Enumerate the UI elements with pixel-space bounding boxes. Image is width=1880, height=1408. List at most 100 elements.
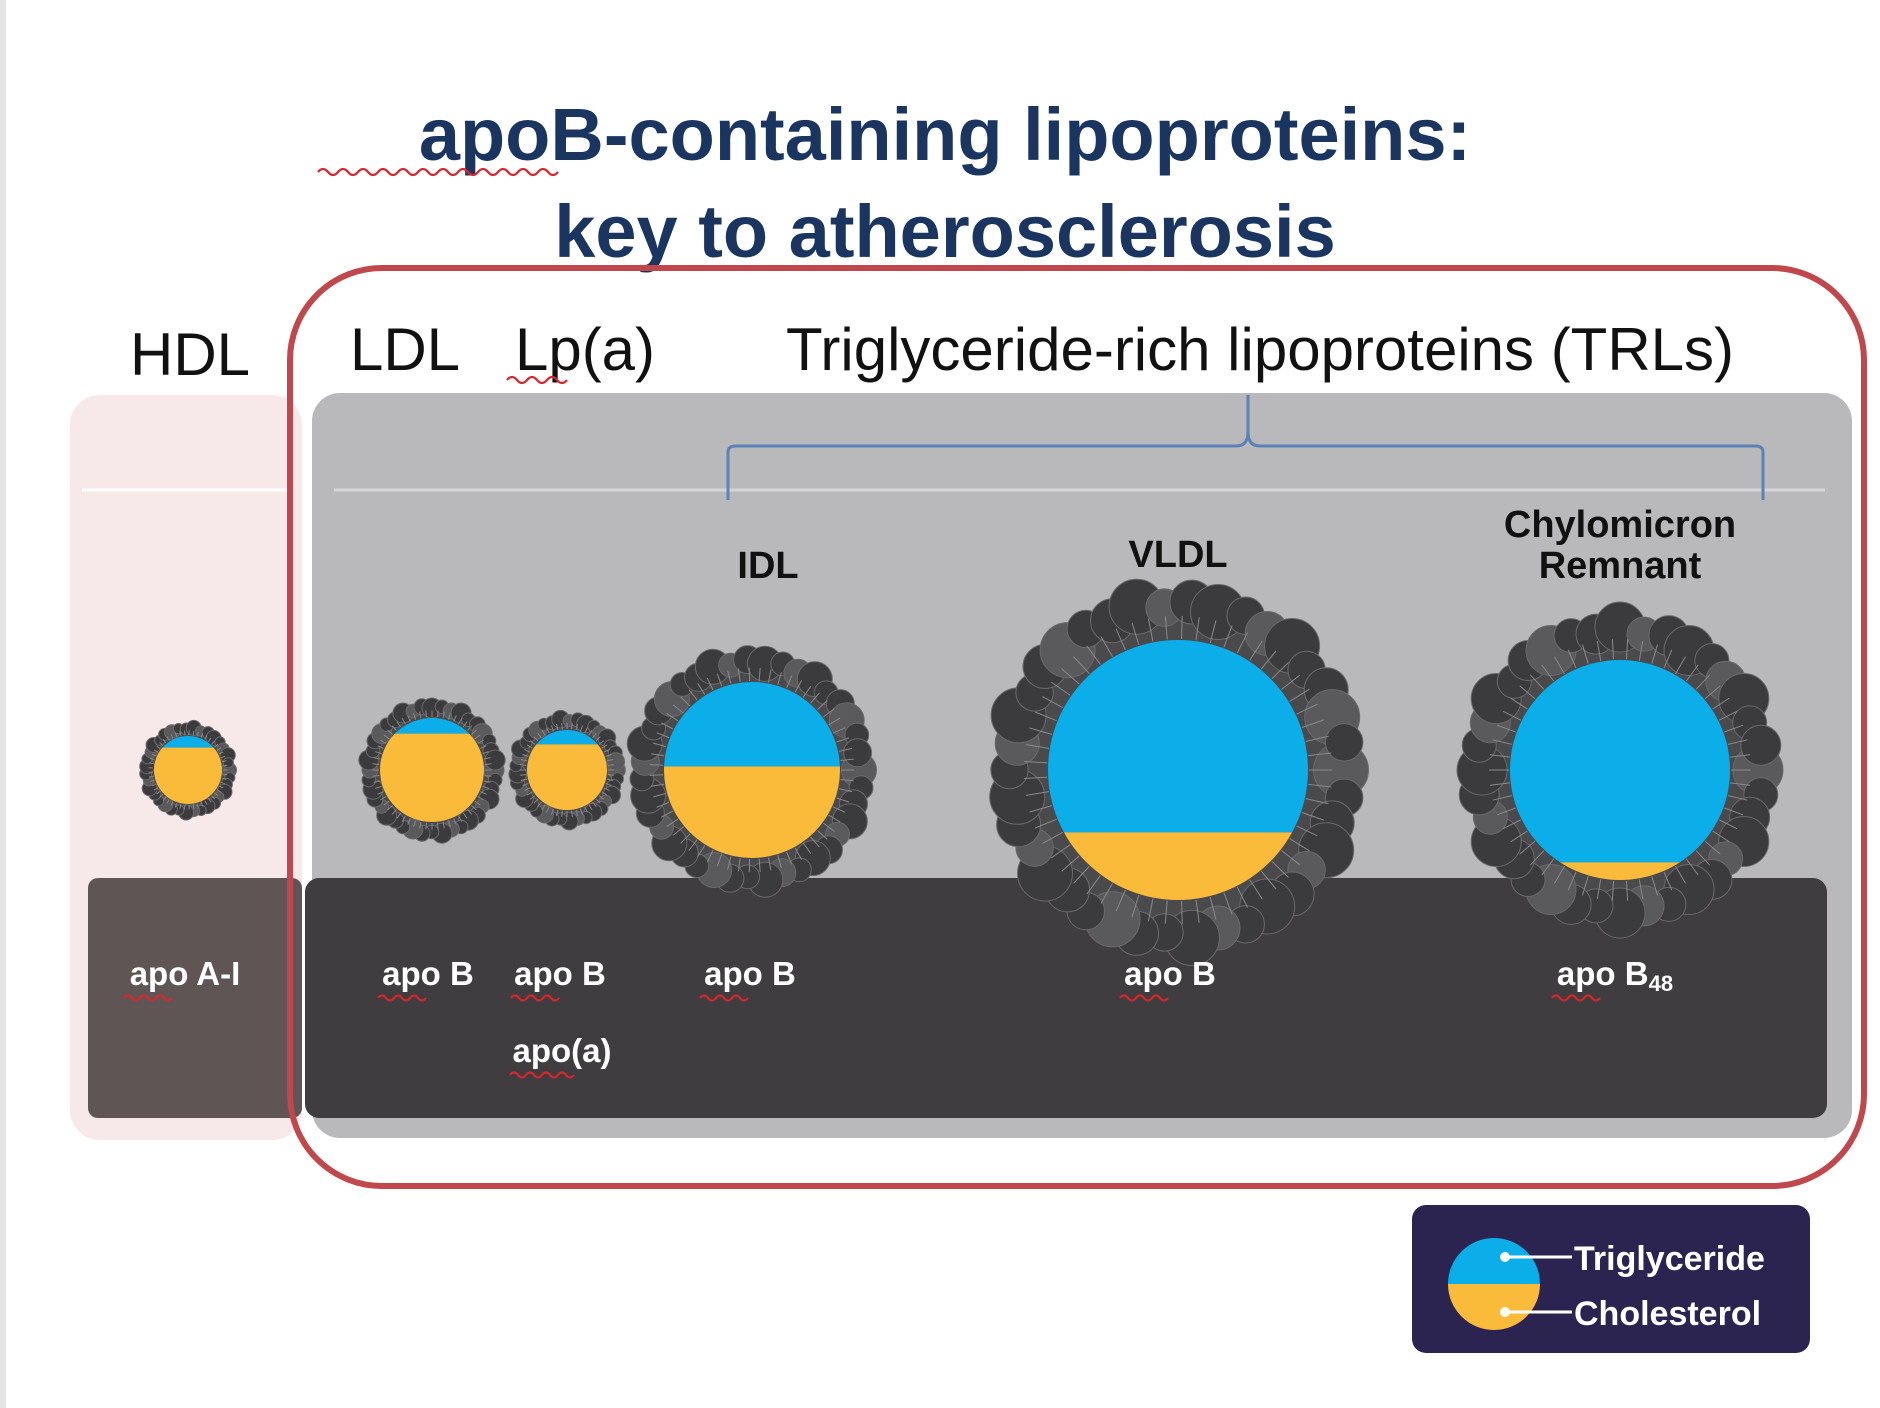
chylomicron-remnant-shell-tail bbox=[1582, 644, 1589, 664]
particle-label-idl: IDL bbox=[737, 545, 798, 587]
vldl-shell-tail bbox=[1164, 616, 1168, 640]
chylomicron-remnant-shell-tail bbox=[1496, 724, 1516, 733]
spellcheck-underline bbox=[317, 167, 559, 177]
ldl-shell-tail bbox=[407, 715, 411, 722]
vldl-shell-tail bbox=[1061, 668, 1080, 685]
ldl-shell-tail bbox=[471, 805, 477, 811]
hdl-shell-tail bbox=[220, 781, 226, 785]
idl-shell-tail bbox=[794, 847, 803, 860]
vldl-shell-tail bbox=[1308, 783, 1332, 788]
idl-shell-tail bbox=[758, 667, 761, 682]
lpa-shell-tail bbox=[526, 744, 533, 749]
apo-label-hdl: apo A-I bbox=[130, 955, 241, 992]
vldl-shell-tail bbox=[1296, 825, 1318, 837]
hdl-shell-tail bbox=[222, 764, 228, 767]
chylomicron-remnant-shell-tail bbox=[1685, 664, 1699, 682]
lpa-shell-tail bbox=[520, 778, 528, 781]
vldl-shell-tail bbox=[1115, 889, 1126, 912]
vldl-shell-tail bbox=[1025, 791, 1049, 796]
hdl-shell-tail bbox=[216, 789, 222, 793]
chylomicron-remnant-shell-tail bbox=[1675, 656, 1686, 675]
ldl-shell-tail bbox=[437, 822, 439, 830]
ldl-shell-tail bbox=[375, 785, 382, 789]
ldl-shell-tail bbox=[480, 745, 487, 749]
idl-shell-tail bbox=[817, 830, 828, 840]
ldl-shell-tail bbox=[425, 822, 427, 830]
idl-shell-tail bbox=[737, 668, 741, 682]
ldl-shell-tail bbox=[396, 812, 402, 819]
idl-shell-tail bbox=[737, 858, 741, 872]
chylomicron-remnant-shell-tail bbox=[1724, 724, 1744, 733]
chylomicron-remnant-shell-tail bbox=[1510, 697, 1528, 710]
ldl-shell-tail bbox=[453, 715, 457, 722]
spellcheck-underline-apoa bbox=[509, 1071, 575, 1079]
apo-label-idl: apo B bbox=[704, 955, 796, 992]
chylomicron-remnant-shell-tail bbox=[1638, 879, 1644, 899]
chylomicron-remnant-shell-tail bbox=[1727, 795, 1748, 801]
hdl-cholesterol bbox=[154, 747, 222, 804]
ldl-shell-tail bbox=[471, 729, 477, 735]
vldl-shell-tail bbox=[1131, 894, 1140, 918]
vldl-shell-tail bbox=[1042, 831, 1064, 844]
idl-shell-tail bbox=[768, 857, 772, 871]
lpa-shell-tail bbox=[607, 764, 614, 766]
lpa-shell-tail bbox=[522, 783, 529, 787]
particle-lpa bbox=[508, 709, 626, 831]
chylomicron-remnant-shell-tail bbox=[1626, 639, 1629, 660]
idl-core bbox=[664, 682, 840, 858]
chylomicron-remnant-shell-tail bbox=[1492, 795, 1513, 801]
lpa-shell-tail bbox=[524, 749, 531, 753]
hdl-shell-tail bbox=[216, 747, 222, 751]
lpa-shell-tail bbox=[546, 727, 550, 734]
vldl-shell-tail bbox=[1042, 696, 1064, 709]
chylomicron-remnant-shell-tail bbox=[1519, 840, 1536, 855]
vldl-shell-tail bbox=[1271, 662, 1289, 680]
chylomicron-remnant-shell-tail bbox=[1541, 858, 1555, 876]
hdl-shell-tail bbox=[222, 773, 228, 776]
idl-shell-tail bbox=[697, 683, 706, 695]
idl-shell-tail bbox=[823, 822, 835, 832]
hdl-shell-tail bbox=[166, 799, 170, 804]
apo-label-vldl: apo B bbox=[1124, 955, 1216, 992]
vldl-shell-tail bbox=[1100, 636, 1113, 657]
lpa-shell-tail bbox=[561, 810, 563, 817]
legend-dot-cholesterol bbox=[1500, 1307, 1510, 1317]
chylomicron-remnant-shell-tail bbox=[1489, 782, 1510, 786]
idl-shell-tail bbox=[697, 845, 706, 857]
idl-shell-tail bbox=[706, 849, 714, 863]
ldl-shell-tail bbox=[447, 820, 451, 827]
chylomicron-remnant-shell-tail bbox=[1582, 876, 1589, 896]
chylomicron-remnant-shell-tail bbox=[1502, 819, 1522, 830]
idl-shell-tail bbox=[758, 858, 761, 873]
ldl-shell-tail bbox=[401, 718, 406, 725]
apo-label-chylomicron: apo B48 bbox=[1557, 955, 1673, 996]
vldl-shell-tail bbox=[1249, 640, 1263, 661]
lpa-shell-tail bbox=[601, 744, 608, 749]
chylomicron-remnant-shell-tail bbox=[1651, 876, 1658, 896]
ldl-shell-tail bbox=[458, 718, 463, 725]
ldl-shell-tail bbox=[380, 796, 387, 801]
lpa-shell-tail bbox=[556, 809, 559, 817]
lpa-shell-tail bbox=[575, 723, 578, 731]
lpa-shell-tail bbox=[603, 787, 610, 791]
idl-shell-tail bbox=[688, 839, 698, 851]
ldl-shell-tail bbox=[373, 757, 381, 760]
lpa-shell-tail bbox=[601, 791, 608, 796]
lpa-shell-tail bbox=[592, 801, 597, 808]
ldl-shell-tail bbox=[484, 775, 492, 777]
idl-shell-tail bbox=[650, 753, 665, 757]
idl-shell-tail bbox=[777, 855, 782, 869]
hdl-shell-tail bbox=[150, 758, 155, 761]
chylomicron-remnant-shell-tail bbox=[1496, 807, 1516, 816]
vldl-shell-tail bbox=[1023, 776, 1048, 779]
apo-label-lpa-b: apo B bbox=[514, 955, 606, 992]
chylomicron-remnant-shell-tail bbox=[1529, 850, 1545, 866]
lpa-shell-tail bbox=[541, 804, 546, 811]
ldl-shell-tail bbox=[474, 734, 481, 740]
lpa-shell-tail bbox=[520, 759, 528, 762]
page-edge bbox=[0, 0, 6, 1408]
idl-shell-tail bbox=[680, 696, 691, 707]
lpa-shell-tail bbox=[520, 774, 527, 776]
chylomicron-remnant-shell-tail bbox=[1611, 880, 1614, 901]
ldl-shell-tail bbox=[373, 780, 381, 783]
